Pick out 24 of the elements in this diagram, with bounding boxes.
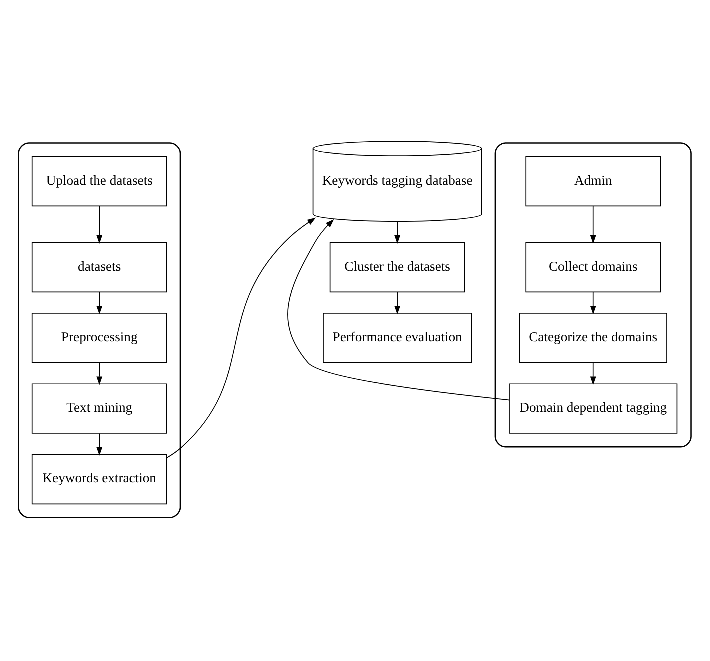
arrow (590, 362, 596, 386)
node-box: Preprocessing (32, 313, 168, 364)
arrow (96, 292, 103, 315)
arrow (166, 218, 316, 458)
node-box: Categorize the domains (519, 313, 668, 364)
node-box: Keywords extraction (32, 454, 168, 505)
cluster (18, 142, 182, 518)
arrow (394, 292, 401, 315)
arrow (288, 219, 510, 401)
node-box: Upload the datasets (32, 156, 168, 207)
arrow (96, 433, 103, 456)
node-box: Performance evaluation (323, 313, 472, 364)
node-box: Admin (526, 156, 662, 207)
cluster (494, 142, 692, 448)
node-box: Cluster the datasets (330, 242, 466, 293)
arrow (394, 221, 401, 244)
arrow (590, 206, 596, 244)
node-box: Domain dependent tagging (509, 384, 678, 434)
node-box: Collect domains (526, 242, 662, 293)
arrow (96, 362, 103, 386)
arrow (96, 206, 103, 244)
node-box: datasets (32, 242, 168, 293)
node-box: Text mining (32, 384, 168, 434)
arrow (590, 292, 596, 315)
